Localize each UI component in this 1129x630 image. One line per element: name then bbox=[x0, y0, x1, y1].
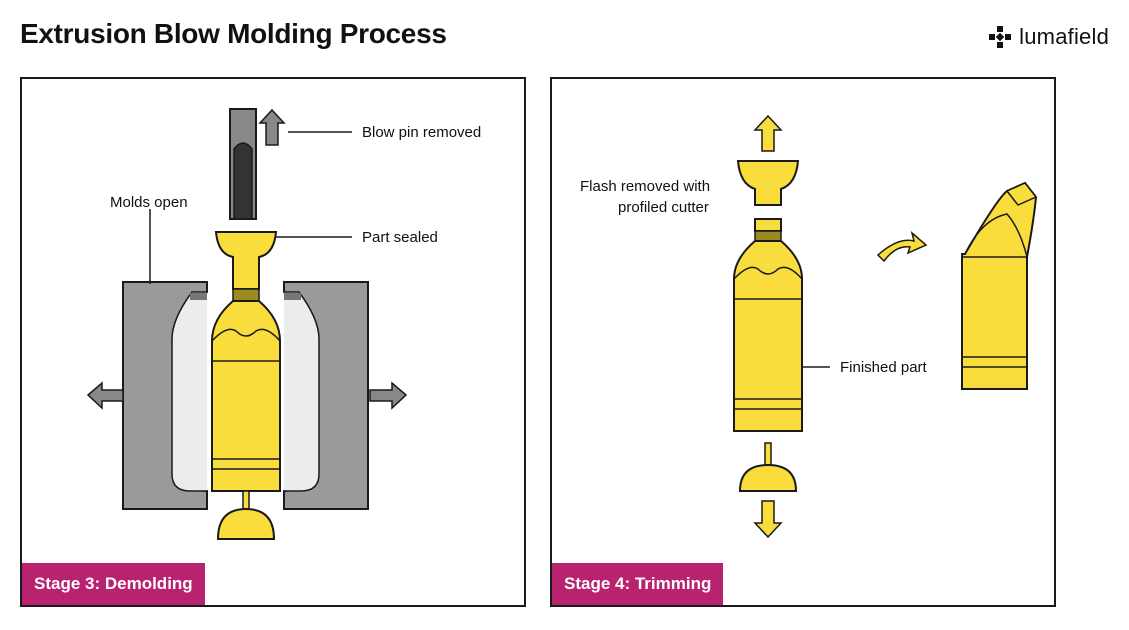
arrow-up-icon bbox=[753, 114, 783, 152]
part-sealed bbox=[211, 231, 281, 540]
label-part-sealed: Part sealed bbox=[362, 229, 438, 246]
label-blow-pin-removed: Blow pin removed bbox=[362, 124, 481, 141]
arrow-curved-icon bbox=[876, 230, 928, 263]
arrow-left-icon bbox=[86, 381, 124, 410]
brand-name: lumafield bbox=[1019, 24, 1109, 49]
stage3-badge: Stage 3: Demolding bbox=[22, 563, 205, 605]
stage4-badge: Stage 4: Trimming bbox=[552, 563, 724, 605]
label-flash-line2: profiled cutter bbox=[618, 199, 709, 216]
blow-pin bbox=[229, 108, 257, 220]
label-finished-part: Finished part bbox=[840, 359, 928, 376]
arrow-up-icon bbox=[258, 108, 286, 146]
label-flash-line1: Flash removed with bbox=[580, 178, 710, 195]
page-title: Extrusion Blow Molding Process bbox=[20, 18, 447, 49]
label-molds-open: Molds open bbox=[110, 194, 188, 211]
left-mold bbox=[122, 281, 208, 510]
right-mold bbox=[283, 281, 369, 510]
flash-top bbox=[736, 160, 800, 206]
stage3-panel: Blow pin removed Molds open Part se bbox=[20, 77, 526, 607]
flash-bottom bbox=[738, 442, 798, 492]
arrow-right-icon bbox=[369, 381, 408, 410]
trimmed-bottle bbox=[961, 181, 1038, 390]
stage4-panel: Flash removed with profiled cutter Finis… bbox=[550, 77, 1056, 607]
lumafield-logo-icon bbox=[989, 26, 1012, 48]
arrow-down-icon bbox=[753, 500, 783, 539]
finished-part bbox=[733, 218, 803, 432]
brand-logo: lumafield bbox=[987, 22, 1109, 52]
